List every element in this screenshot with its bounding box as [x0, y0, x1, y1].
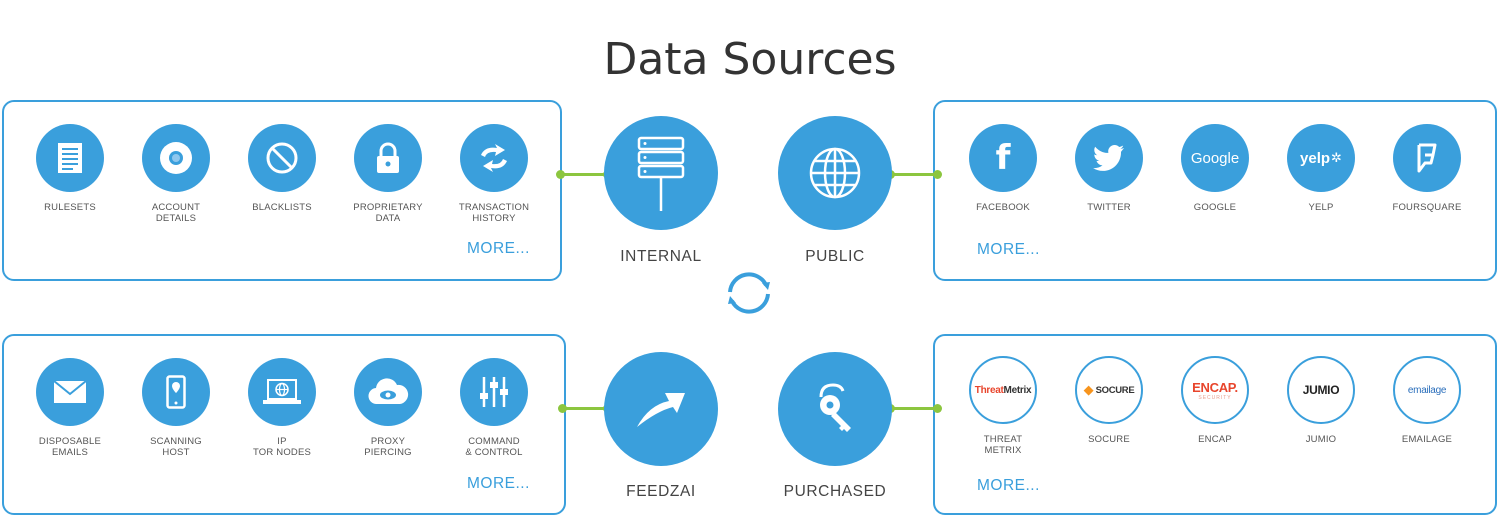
feedzai-connector-dot	[558, 403, 567, 413]
lock-icon	[354, 124, 422, 192]
cloud-eye-icon	[354, 358, 422, 426]
feedzai-more-link[interactable]: MORE...	[467, 475, 530, 492]
sync-cycle-icon	[728, 272, 770, 314]
public-connector	[888, 173, 938, 176]
purchased-connector	[888, 407, 938, 410]
google-logo-icon: Google	[1181, 124, 1249, 192]
internal-more-link[interactable]: MORE...	[467, 240, 530, 257]
disposable-emails-label: DISPOSABLE EMAILS	[38, 436, 102, 458]
foursquare-icon	[1393, 124, 1461, 192]
public-hub[interactable]	[778, 116, 892, 230]
socure-logo-icon: ◆SOCURE	[1075, 356, 1143, 424]
public-more-link[interactable]: MORE...	[977, 241, 1040, 258]
exchange-arrows-icon	[460, 124, 528, 192]
blacklists-label: BLACKLISTS	[252, 202, 312, 213]
emailage-logo-icon: emailage	[1393, 356, 1461, 424]
proprietary-data-label: PROPRIETARY DATA	[353, 202, 423, 224]
account-disc-icon	[142, 124, 210, 192]
encap-label: ENCAP	[1198, 434, 1232, 445]
socure-label: SOCURE	[1088, 434, 1130, 445]
encap-logo-icon: ENCAP. SECURITY	[1181, 356, 1249, 424]
feedzai-connector	[562, 407, 610, 410]
envelope-icon	[36, 358, 104, 426]
public-hub-label: PUBLIC	[805, 248, 865, 265]
account-details-label: ACCOUNT DETAILS	[151, 202, 201, 224]
globe-icon	[809, 147, 861, 199]
yelp-label: YELP	[1308, 202, 1334, 213]
ruleset-document-icon	[36, 124, 104, 192]
public-connector-dot	[933, 169, 942, 179]
twitter-bird-icon	[1075, 124, 1143, 192]
ip-tor-nodes-label: IP TOR NODES	[252, 436, 312, 458]
internal-connector	[560, 173, 610, 176]
page-title: Data Sources	[603, 34, 897, 85]
proxy-piercing-label: PROXY PIERCING	[364, 436, 412, 458]
server-icon	[637, 136, 685, 211]
rulesets-label: RULESETS	[44, 202, 96, 213]
facebook-label: FACEBOOK	[976, 202, 1030, 213]
feedzai-arrow-icon	[637, 393, 685, 427]
jumio-logo-icon: JUMIO	[1287, 356, 1355, 424]
jumio-label: JUMIO	[1305, 434, 1337, 445]
laptop-globe-icon	[248, 358, 316, 426]
blocked-icon	[248, 124, 316, 192]
threatmetrix-label: THREAT METRIX	[983, 434, 1023, 456]
transaction-history-label: TRANSACTION HISTORY	[458, 202, 530, 224]
facebook-icon: f	[969, 124, 1037, 192]
scanning-host-label: SCANNING HOST	[150, 436, 202, 458]
purchased-hub-label: PURCHASED	[783, 483, 887, 500]
mobile-location-icon	[142, 358, 210, 426]
yelp-logo-icon: yelp✲	[1287, 124, 1355, 192]
purchased-connector-dot	[933, 403, 942, 413]
emailage-label: EMAILAGE	[1401, 434, 1453, 445]
sliders-icon	[460, 358, 528, 426]
internal-hub[interactable]	[604, 116, 718, 230]
foursquare-label: FOURSQUARE	[1392, 202, 1462, 213]
internal-connector-dot	[556, 169, 565, 179]
purchased-hub[interactable]	[778, 352, 892, 466]
feedzai-hub[interactable]	[604, 352, 718, 466]
feedzai-hub-label: FEEDZAI	[626, 483, 696, 500]
purchased-more-link[interactable]: MORE...	[977, 477, 1040, 494]
twitter-label: TWITTER	[1087, 202, 1131, 213]
key-icon	[819, 383, 851, 432]
google-label: GOOGLE	[1193, 202, 1237, 213]
internal-hub-label: INTERNAL	[620, 248, 702, 265]
command-control-label: COMMAND & CONTROL	[465, 436, 523, 458]
